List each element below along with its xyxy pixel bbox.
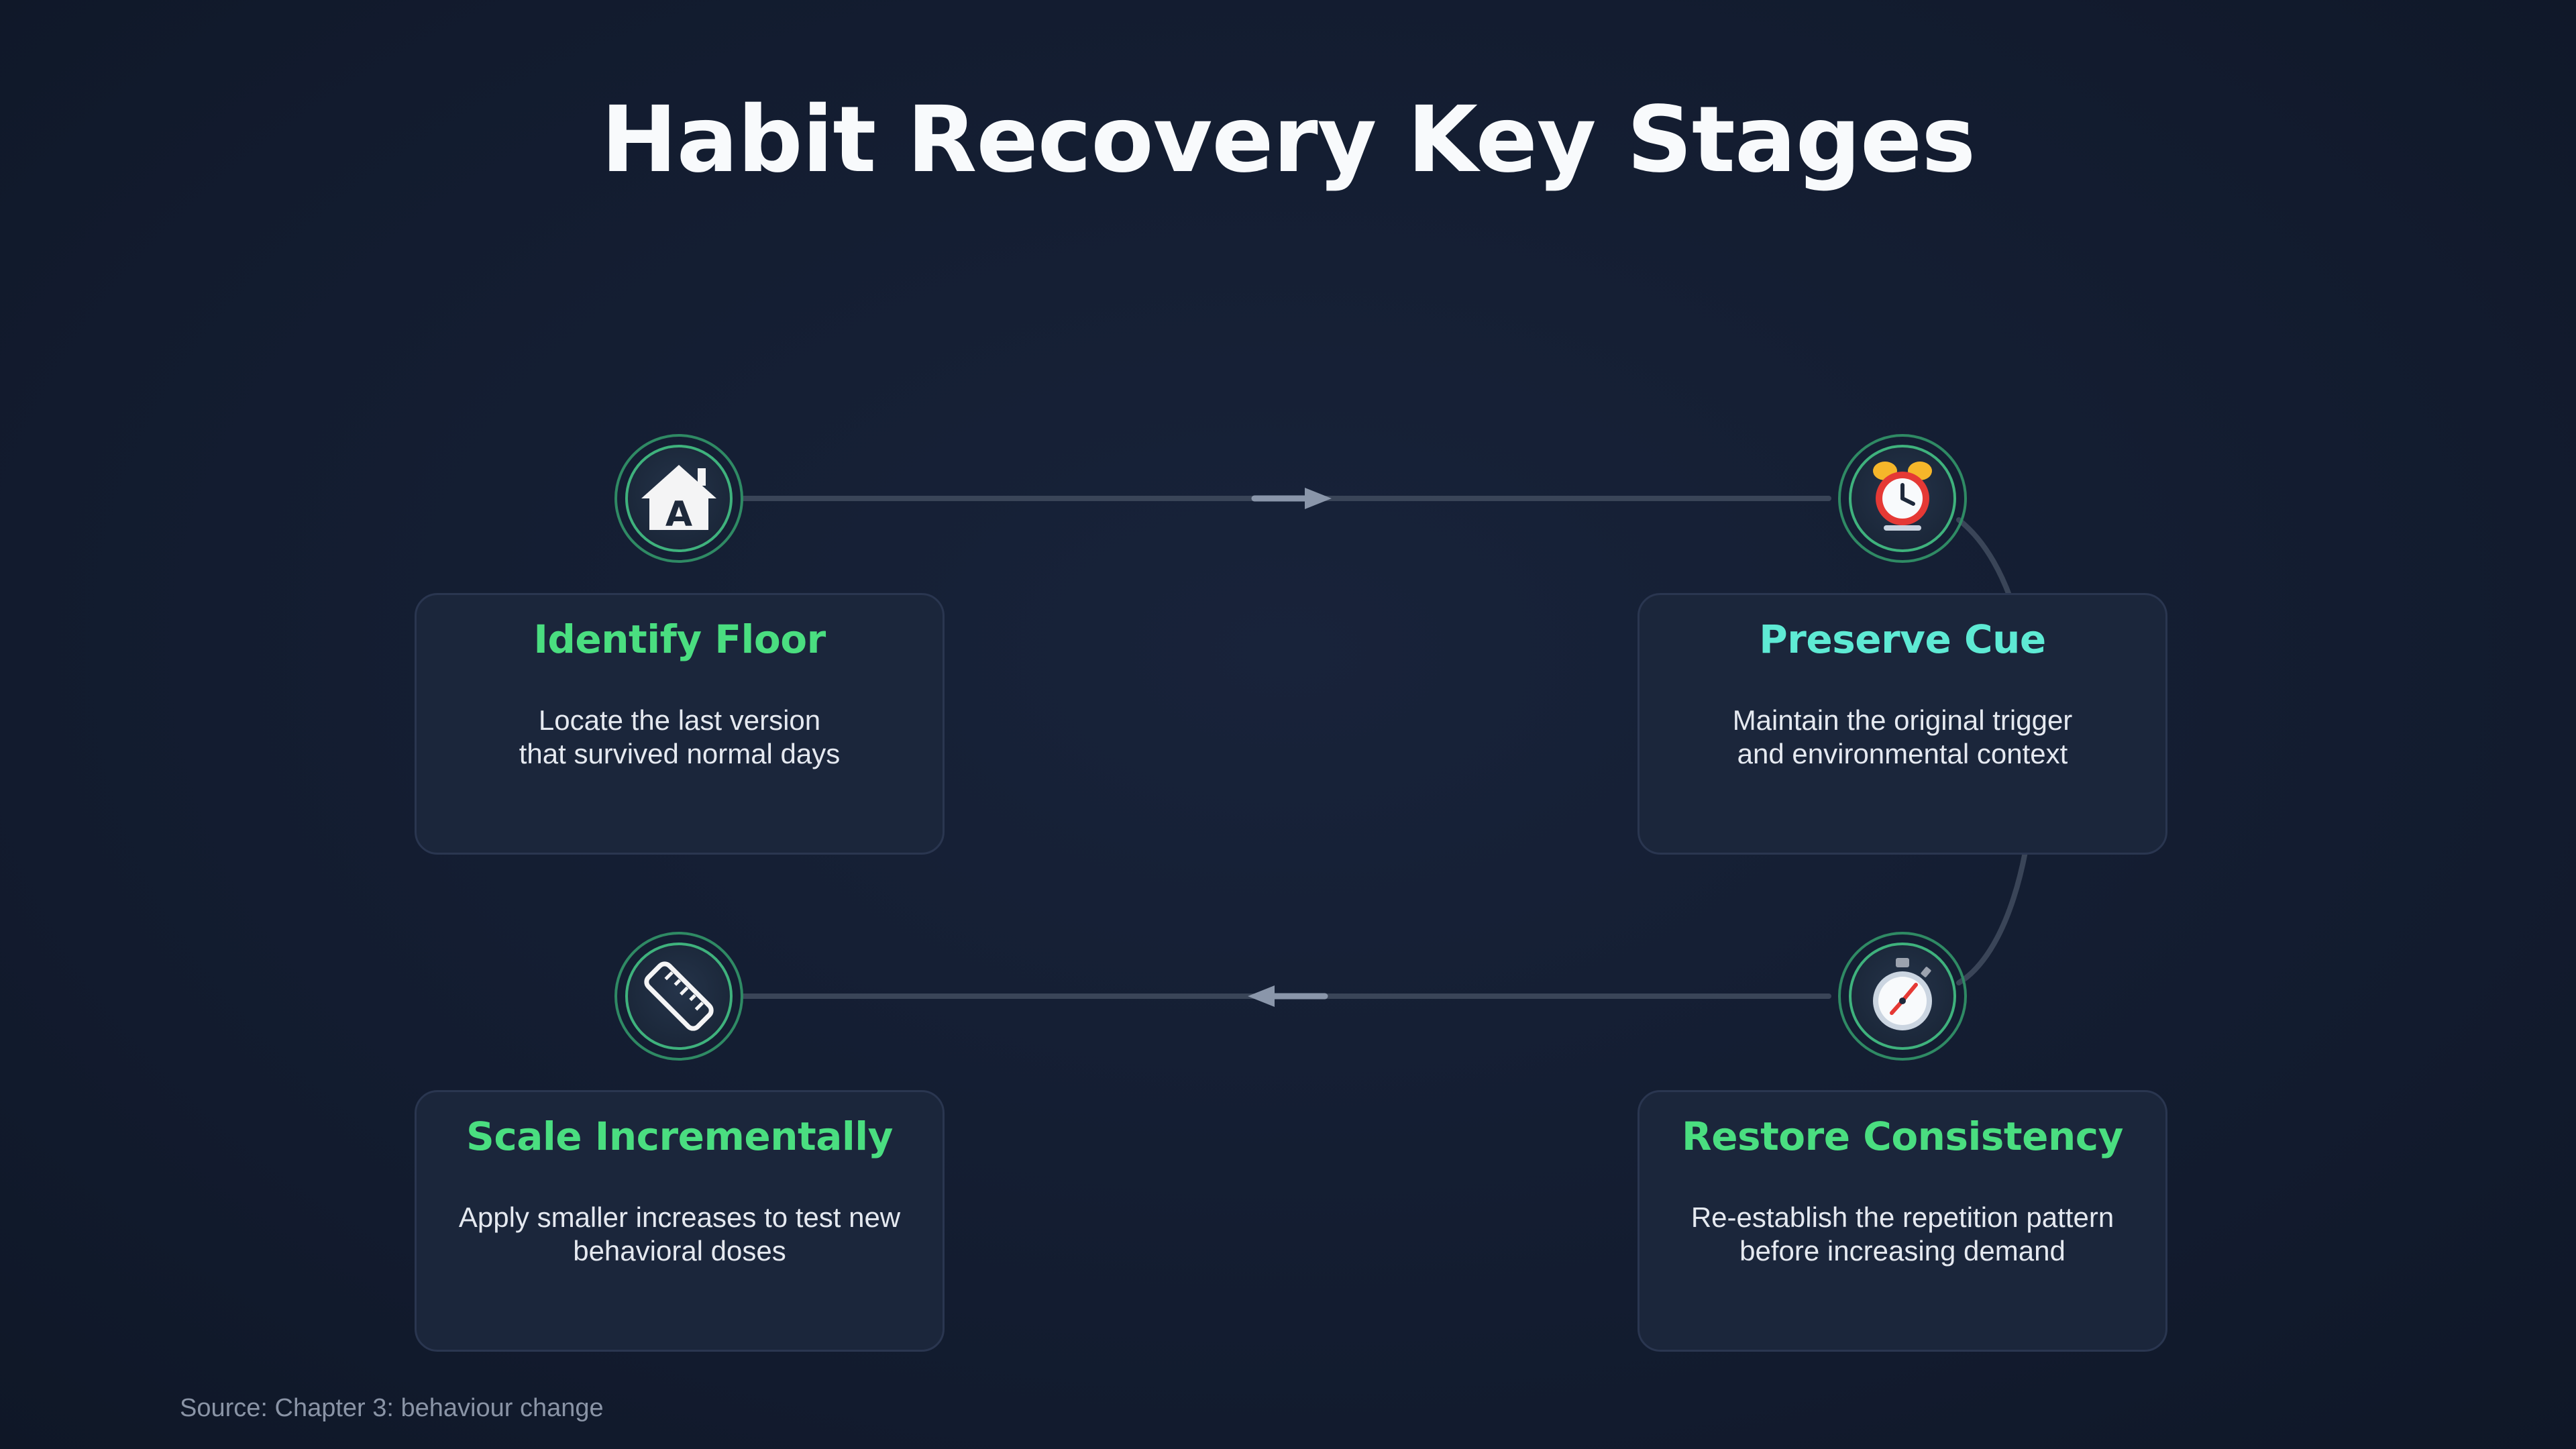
source-note: Source: Chapter 3: behaviour change: [180, 1394, 604, 1422]
stage-card-scale-incrementally: Scale Incrementally Apply smaller increa…: [415, 1090, 945, 1352]
stage-title: Preserve Cue: [1759, 616, 2046, 662]
alarm-clock-icon: [1873, 462, 1932, 531]
stage-card-identify-floor: Identify Floor Locate the last version t…: [415, 593, 945, 855]
node-scale-incrementally: [614, 932, 743, 1061]
stage-card-preserve-cue: Preserve Cue Maintain the original trigg…: [1638, 593, 2167, 855]
stage-title: Scale Incrementally: [466, 1114, 893, 1159]
house-icon: A: [641, 465, 716, 535]
arrow-left-icon: [1248, 985, 1328, 1007]
node-identify-floor: A: [614, 434, 743, 563]
stage-description: Locate the last version that survived no…: [519, 704, 841, 769]
stopwatch-icon: [1873, 958, 1932, 1030]
arrow-right-icon: [1251, 488, 1332, 509]
ruler-icon: [644, 961, 714, 1031]
stage-card-restore-consistency: Restore Consistency Re-establish the rep…: [1638, 1090, 2167, 1352]
page-title: Habit Recovery Key Stages: [600, 87, 1976, 193]
stage-title: Restore Consistency: [1682, 1114, 2123, 1159]
svg-text:A: A: [665, 494, 692, 535]
stage-description: Apply smaller increases to test new beha…: [458, 1201, 901, 1267]
stage-description: Re-establish the repetition pattern befo…: [1690, 1201, 2114, 1267]
node-preserve-cue: [1838, 434, 1967, 563]
stage-title: Identify Floor: [533, 616, 826, 662]
stage-description: Maintain the original trigger and enviro…: [1732, 704, 2073, 769]
node-restore-consistency: [1838, 932, 1967, 1061]
